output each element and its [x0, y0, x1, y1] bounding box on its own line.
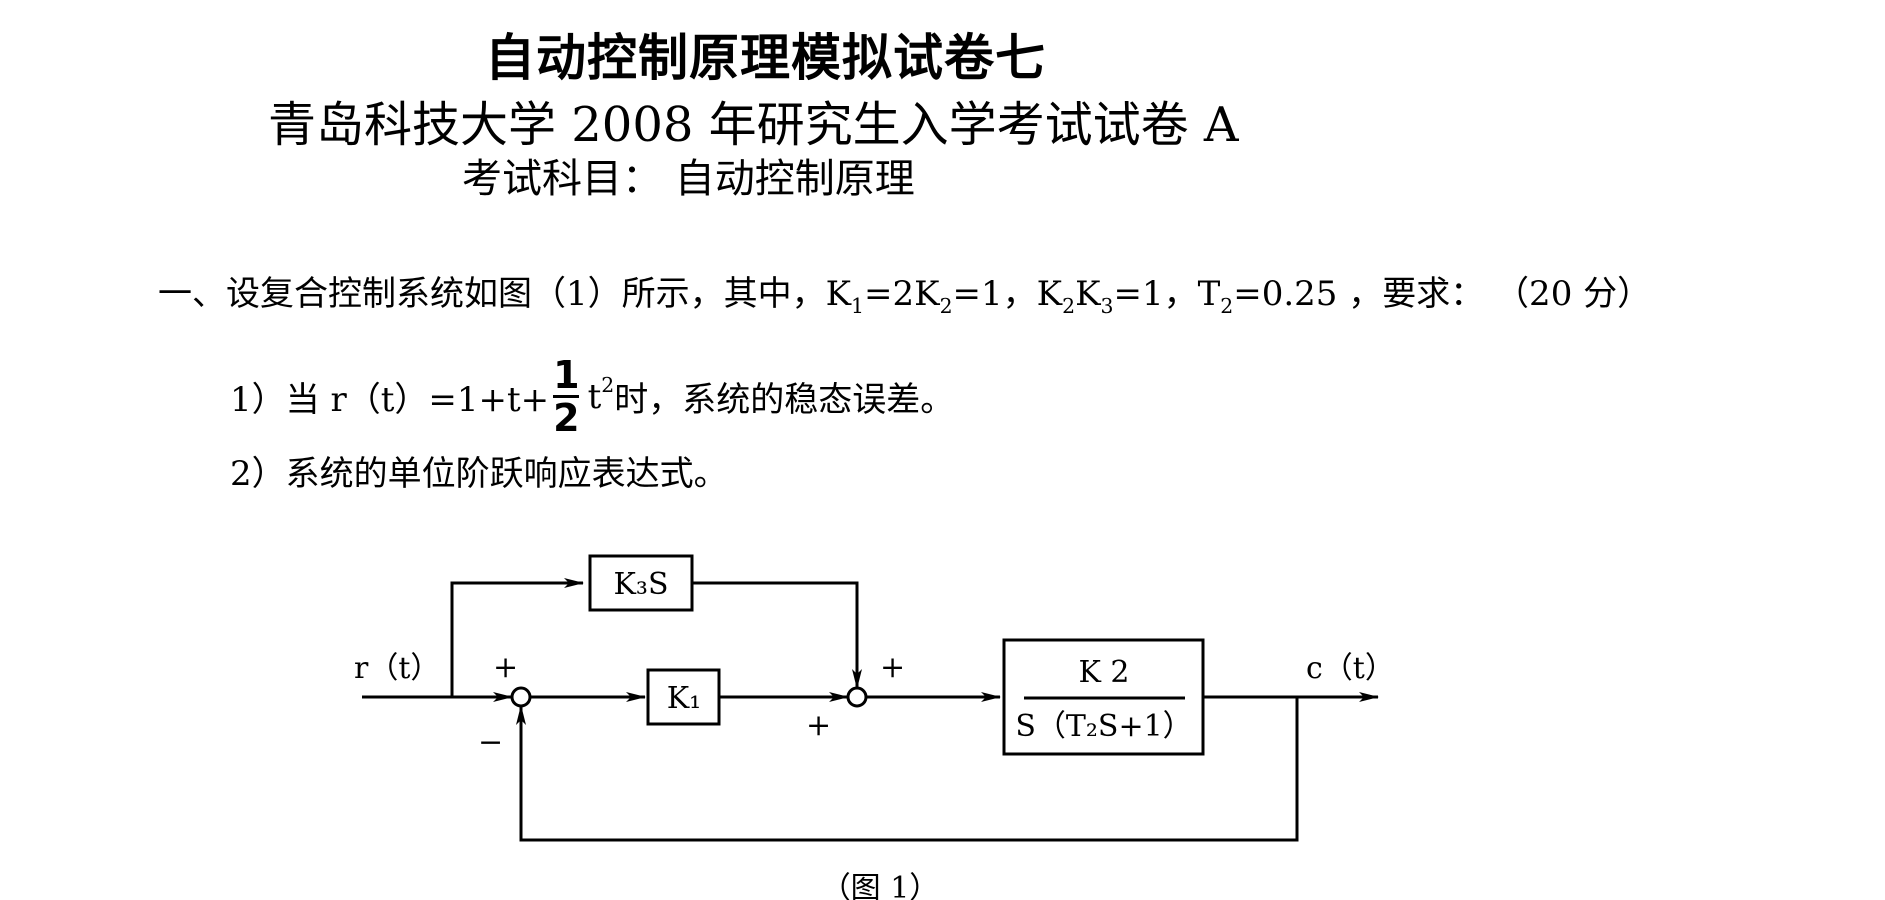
- q1-k2b-sub: 2: [1062, 293, 1076, 318]
- block-k3s: [588, 554, 694, 612]
- q1-1-lead: 1）当 r（t）=1+t+: [230, 380, 550, 420]
- q1-1-tail: 时，系统的稳态误差。: [614, 380, 955, 420]
- q1-k2-sub: 2: [939, 293, 953, 318]
- sum2-plus-bottom-sign: +: [806, 708, 831, 743]
- page-title: 自动控制原理模拟试卷七: [485, 29, 1046, 87]
- summing-junction-2: [846, 686, 868, 708]
- block-k1: [646, 668, 721, 726]
- question-1-statement: 一、设复合控制系统如图（1）所示，其中，K1=2K2=1，K2K3=1，T2=0…: [158, 266, 1651, 318]
- fraction-denominator: 2: [553, 396, 580, 440]
- sum1-plus-sign: +: [493, 650, 518, 685]
- plant-denominator: S（T₂S+1）: [1015, 709, 1192, 744]
- feedback-path: [516, 697, 1299, 842]
- question-1-part-2: 2）系统的单位阶跃响应表达式。: [230, 454, 728, 494]
- sum1-minus-sign: −: [478, 725, 503, 760]
- q1-k1: K: [825, 274, 852, 314]
- q1-eq1: =2K: [864, 274, 940, 314]
- exam-subject: 考试科目： 自动控制原理: [462, 156, 915, 202]
- q1-k3-sub: 3: [1100, 293, 1114, 318]
- fraction-numerator: 1: [553, 353, 580, 397]
- q1-eq3: =1，T: [1113, 274, 1221, 314]
- fraction-one-half: 1 2: [553, 355, 579, 438]
- q1-1-t: t: [587, 376, 602, 417]
- q1-k1-sub: 1: [851, 293, 865, 318]
- summing-junction-1: [510, 686, 532, 708]
- figure-caption: （图 1）: [821, 871, 940, 900]
- exam-subtitle: 青岛科技大学 2008 年研究生入学考试试卷 A: [268, 97, 1239, 153]
- q1-eq2: =1，K: [952, 274, 1063, 314]
- block-k1-label: K₁: [667, 681, 701, 716]
- sum2-plus-top-sign: +: [880, 650, 905, 685]
- input-label: r（t）: [354, 651, 440, 686]
- feedforward-path: [450, 578, 584, 697]
- q1-k3: K: [1075, 274, 1101, 314]
- fraction-bar: [553, 395, 580, 398]
- q1-1-t-sup: 2: [601, 373, 615, 397]
- feedforward-to-sum2: [692, 581, 862, 689]
- plant-numerator: K 2: [1078, 655, 1129, 690]
- q1-prefix: 一、设复合控制系统如图（1）所示，其中，: [158, 274, 826, 314]
- q1-eq4: =0.25 ，要求： （20 分）: [1233, 274, 1652, 314]
- block-k3s-label: K₃S: [614, 567, 669, 602]
- q1-t2-sub: 2: [1220, 293, 1234, 318]
- output-label: c（t）: [1306, 651, 1395, 686]
